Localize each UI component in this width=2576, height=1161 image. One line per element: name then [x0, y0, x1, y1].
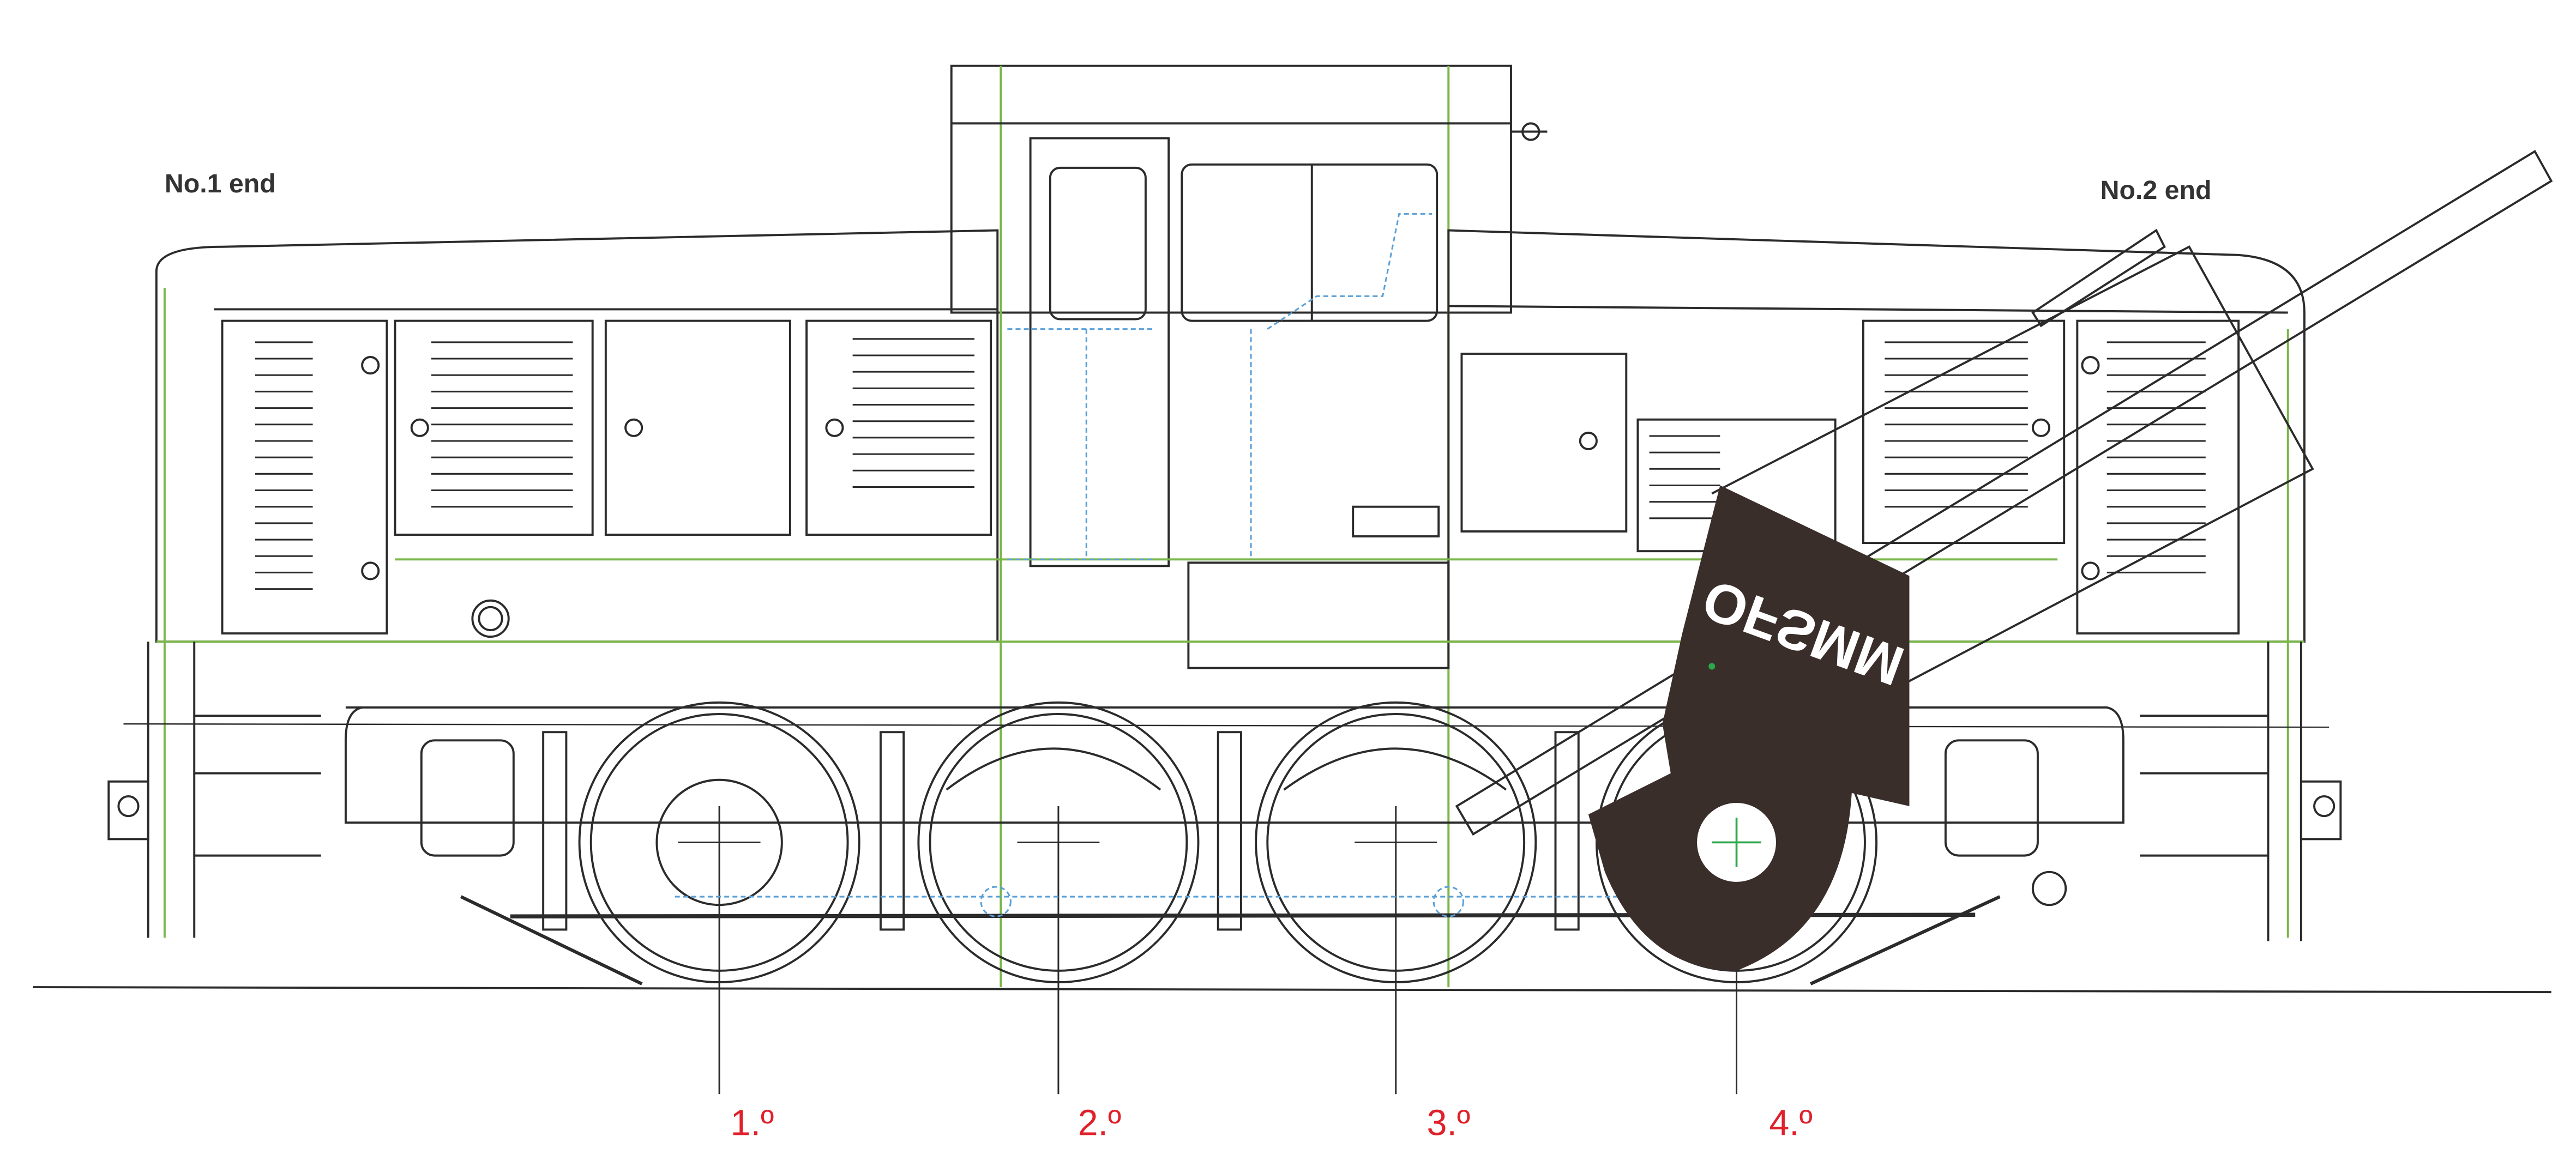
axle-4-label: 4.º: [1769, 1103, 1813, 1144]
gauge-plate: OFSMM: [1588, 485, 1912, 971]
gauge-plate-shape: [1588, 485, 1910, 971]
axle-1-label: 1.º: [731, 1103, 774, 1144]
end-1-label: No.1 end: [165, 169, 276, 198]
cab-door-window: [1049, 166, 1147, 321]
cab: [950, 64, 1548, 988]
underframe: [107, 642, 2342, 941]
axle-3-label: 3.º: [1427, 1103, 1470, 1144]
gauge-bars: [1455, 149, 2553, 836]
wheel-2: [917, 701, 1200, 983]
louvres: [255, 338, 2206, 590]
rail-line: [33, 986, 2551, 994]
end-2-label: No.2 end: [2100, 176, 2212, 205]
hidden-lines: [675, 213, 1679, 917]
cab-door: [1029, 137, 1170, 567]
cab-window: [1181, 163, 1439, 322]
hood: [155, 229, 2306, 938]
hood-panels: [221, 319, 2240, 635]
latches: [361, 356, 2100, 638]
axle-2-label: 2.º: [1078, 1103, 1122, 1144]
